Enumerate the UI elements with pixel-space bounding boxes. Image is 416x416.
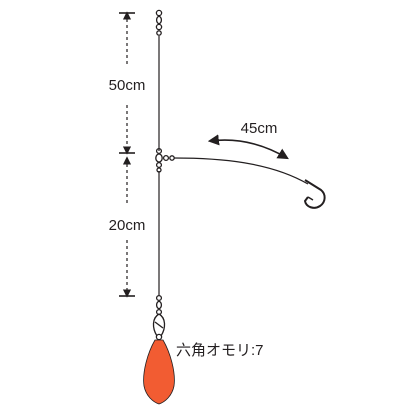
upper-length-label: 50cm	[109, 77, 146, 94]
hook-icon	[303, 179, 326, 209]
dimension-20cm: 20cm	[109, 156, 146, 298]
sinker-icon	[143, 339, 175, 405]
sinker-label: 六角オモリ:7	[176, 342, 264, 359]
swivel-icon	[155, 294, 163, 316]
triple-swivel-icon	[155, 147, 175, 173]
lower-length-label: 20cm	[109, 217, 146, 234]
branch-line	[173, 157, 309, 185]
curved-arrow-icon	[207, 134, 289, 160]
dimension-50cm: 50cm	[109, 11, 146, 155]
snap-icon	[152, 313, 166, 341]
branch-length-label: 45cm	[241, 120, 278, 137]
swivel-icon	[155, 9, 163, 36]
